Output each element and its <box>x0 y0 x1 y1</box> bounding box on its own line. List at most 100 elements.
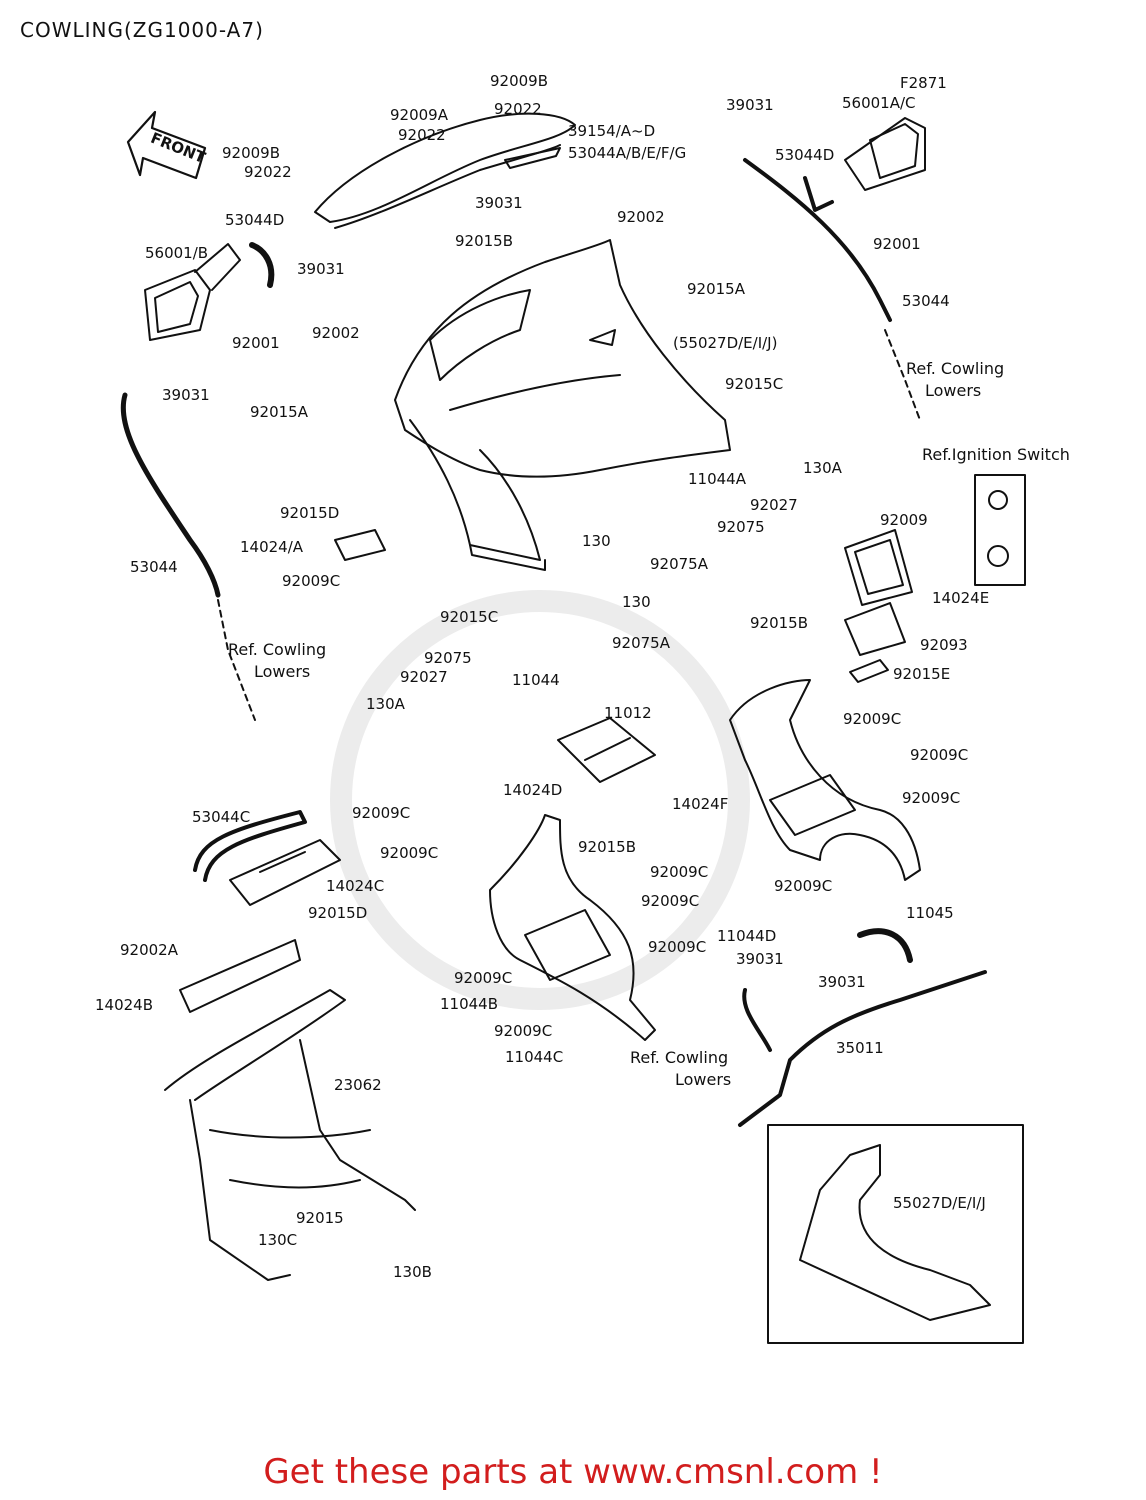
part-14024a: 14024/A <box>240 538 304 556</box>
part-130b: 130B <box>393 1263 432 1281</box>
ref-ignition-switch: Ref.Ignition Switch <box>922 445 1070 464</box>
ref-cowling-lowers-bottom-1: Ref. Cowling <box>630 1048 728 1067</box>
part-92009c-h: 92009C <box>641 892 699 910</box>
part-56001ac: 56001A/C <box>842 94 916 112</box>
part-92009c-e: 92009C <box>352 804 410 822</box>
part-92009c-l: 92009C <box>494 1022 552 1040</box>
part-92002-b: 92002 <box>312 324 360 342</box>
part-130c: 130C <box>258 1231 297 1249</box>
part-92015c-b: 92015C <box>440 608 498 626</box>
part-11044b: 11044B <box>440 995 498 1013</box>
part-39031-e: 39031 <box>736 950 784 968</box>
part-14024f: 14024F <box>672 795 728 813</box>
ignition-switch-box <box>974 474 1026 586</box>
part-11044: 11044 <box>512 671 560 689</box>
part-11044a: 11044A <box>688 470 747 488</box>
part-35011: 35011 <box>836 1039 884 1057</box>
ref-line-left <box>217 599 256 721</box>
part-53044abefg: 53044A/B/E/F/G <box>568 144 686 162</box>
part-39031-b: 39031 <box>297 260 345 278</box>
ref-line-bottom <box>742 988 772 1052</box>
windshield <box>314 112 576 229</box>
part-130a-a: 130A <box>803 459 843 477</box>
part-92022-b: 92022 <box>398 126 446 144</box>
trim-rod-right <box>743 158 892 322</box>
part-23062: 23062 <box>334 1076 382 1094</box>
panel-14024e <box>844 529 913 606</box>
part-130a-b: 130A <box>366 695 406 713</box>
part-53044d-right: 53044D <box>775 146 834 164</box>
inset-box <box>767 1124 1024 1344</box>
part-14024d: 14024D <box>503 781 562 799</box>
footer-cta-link[interactable]: Get these parts at www.cmsnl.com ! <box>263 1452 883 1492</box>
part-39031-c: 39031 <box>162 386 210 404</box>
upper-cowling <box>394 239 731 571</box>
part-14024e: 14024E <box>932 589 989 607</box>
part-39154: 39154/A~D <box>568 122 655 140</box>
part-92001-right: 92001 <box>873 235 921 253</box>
inner-panel-14024d <box>489 814 656 1041</box>
lid-11012 <box>557 717 656 783</box>
ref-cowling-lowers-left-2: Lowers <box>254 662 310 681</box>
bracket-92015e <box>849 659 889 683</box>
bracket-14024b <box>179 939 301 1013</box>
part-14024b: 14024B <box>95 996 153 1014</box>
part-53044c: 53044C <box>192 808 250 826</box>
part-92015e: 92015E <box>893 665 950 683</box>
part-92009c-d: 92009C <box>902 789 960 807</box>
part-92001-left: 92001 <box>232 334 280 352</box>
part-92015a-a: 92015A <box>687 280 746 298</box>
part-11044d: 11044D <box>717 927 776 945</box>
part-92009c-i: 92009C <box>774 877 832 895</box>
part-92075-a: 92075 <box>717 518 765 536</box>
trim-53044c <box>193 810 307 882</box>
part-92015b-a: 92015B <box>455 232 513 250</box>
part-92015b-b: 92015B <box>750 614 808 632</box>
rod-35011 <box>738 970 987 1127</box>
part-92009c-g: 92009C <box>650 863 708 881</box>
part-92022-c: 92022 <box>244 163 292 181</box>
seal-92093 <box>844 602 906 656</box>
inner-panel-14024f <box>729 679 921 881</box>
part-92027-a: 92027 <box>750 496 798 514</box>
hose-39031 <box>857 928 913 963</box>
part-92027-b: 92027 <box>400 668 448 686</box>
part-55027: (55027D/E/I/J) <box>673 334 777 352</box>
part-92009b-top: 92009B <box>490 72 548 90</box>
page-title: COWLING(ZG1000-A7) <box>20 18 264 42</box>
part-14024c: 14024C <box>326 877 384 895</box>
part-92015a-b: 92015A <box>250 403 309 421</box>
part-92009b-left: 92009B <box>222 144 280 162</box>
front-arrow-icon <box>126 110 207 180</box>
ref-cowling-lowers-right-2: Lowers <box>925 381 981 400</box>
part-92015d-b: 92015D <box>308 904 367 922</box>
part-130-a: 130 <box>582 532 611 550</box>
part-92075-b: 92075 <box>424 649 472 667</box>
part-92015d-a: 92015D <box>280 504 339 522</box>
part-92022-a: 92022 <box>494 100 542 118</box>
part-92009c-b: 92009C <box>843 710 901 728</box>
left-mirror <box>144 242 275 341</box>
part-92093: 92093 <box>920 636 968 654</box>
part-39031-d: 39031 <box>726 96 774 114</box>
part-92015: 92015 <box>296 1209 344 1227</box>
part-53044-right: 53044 <box>902 292 950 310</box>
part-130-b: 130 <box>622 593 651 611</box>
part-92009c-f: 92009C <box>380 844 438 862</box>
part-11012: 11012 <box>604 704 652 722</box>
part-53044-left: 53044 <box>130 558 178 576</box>
part-92009c-c: 92009C <box>910 746 968 764</box>
front-label: FRONT <box>148 129 209 167</box>
part-92075a-b: 92075A <box>612 634 671 652</box>
part-11044c: 11044C <box>505 1048 563 1066</box>
part-92015c-a: 92015C <box>725 375 783 393</box>
ref-line-right <box>884 329 921 421</box>
ref-cowling-lowers-left-1: Ref. Cowling <box>228 640 326 659</box>
part-92009a: 92009A <box>390 106 449 124</box>
part-92075a-a: 92075A <box>650 555 709 573</box>
trim-rod-left <box>120 392 221 598</box>
part-92002-a: 92002 <box>617 208 665 226</box>
ref-cowling-lowers-right-1: Ref. Cowling <box>906 359 1004 378</box>
part-92015b-c: 92015B <box>578 838 636 856</box>
